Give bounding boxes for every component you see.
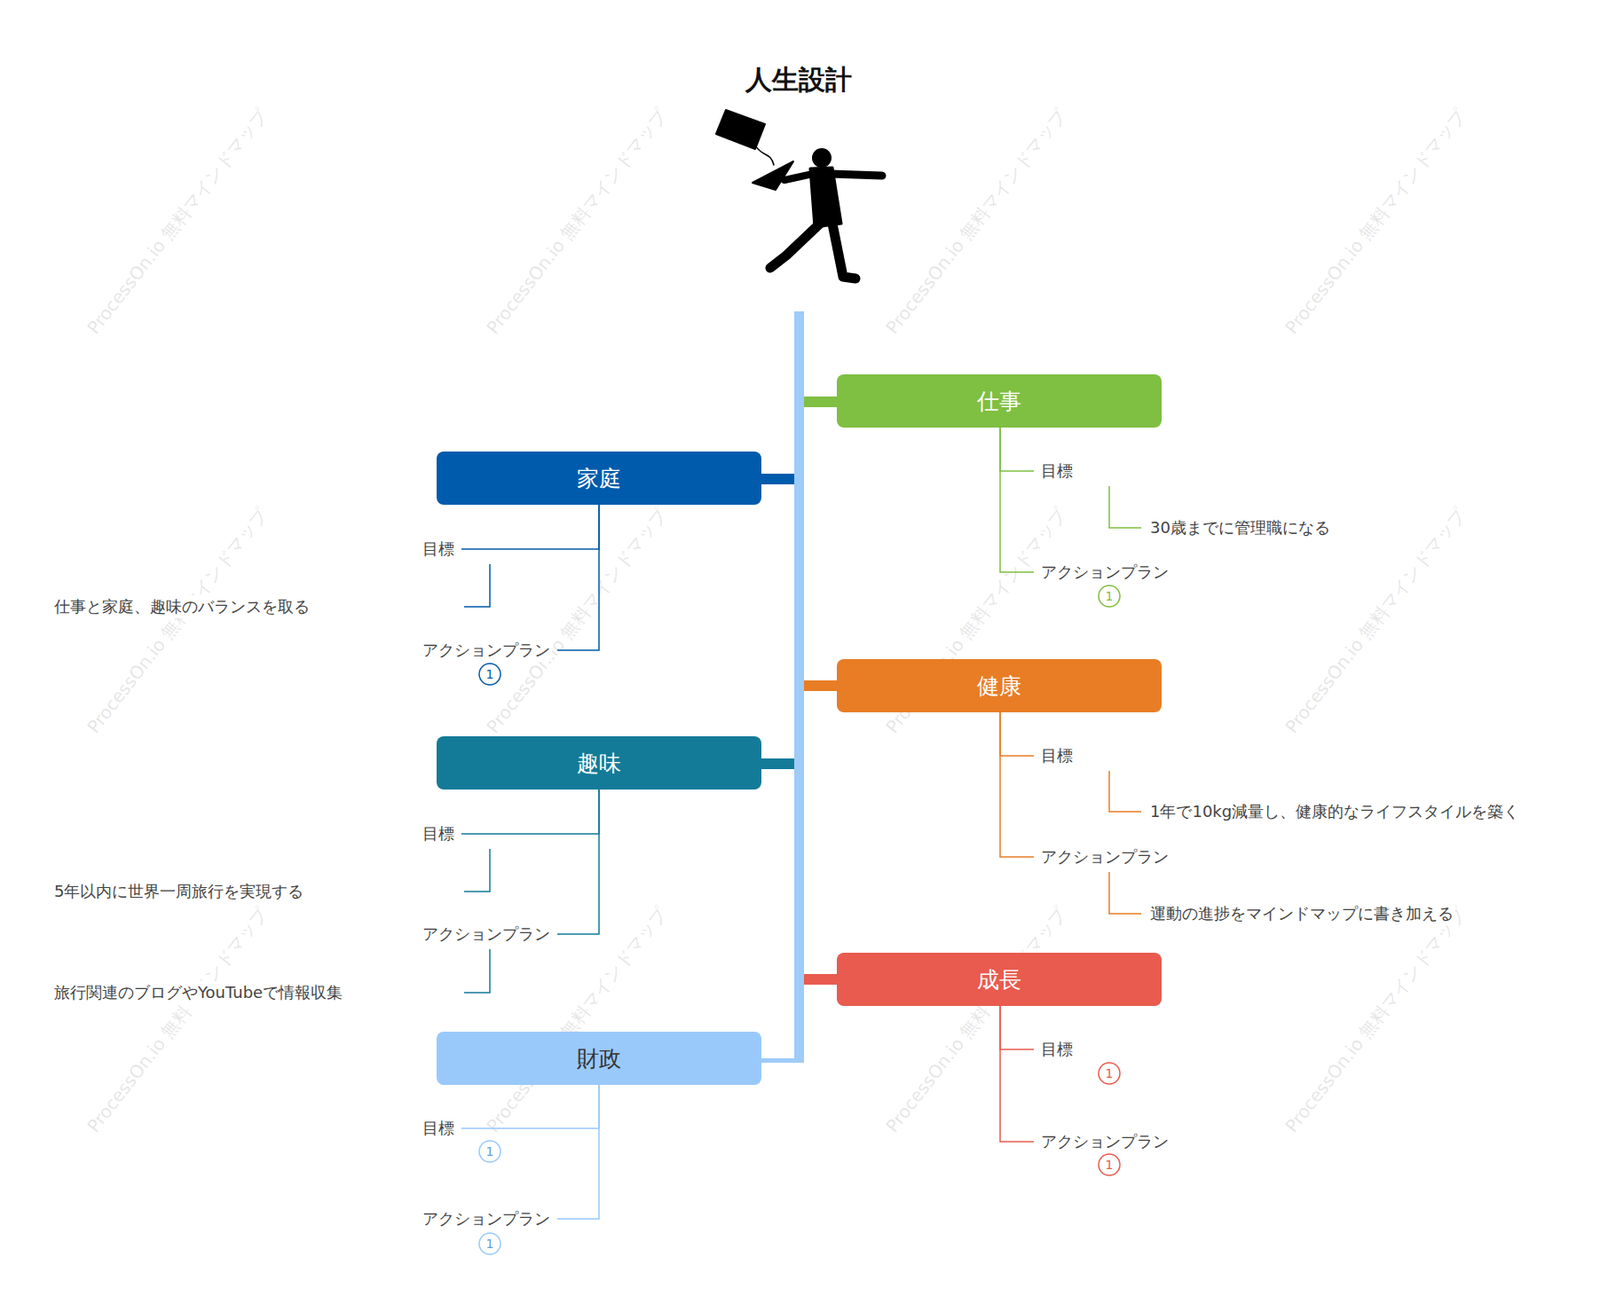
callout-circle	[479, 663, 501, 686]
watermark: ProcessOn.io 無料マインドマップ	[81, 903, 273, 1139]
branch-connector	[1000, 712, 1034, 858]
topic-label: 健康	[977, 671, 1022, 702]
watermark: ProcessOn.io 無料マインドマップ	[81, 104, 273, 340]
branch-connector	[1109, 872, 1142, 915]
item-label: アクションプラン	[1040, 562, 1169, 582]
callout-circle	[1098, 585, 1120, 607]
topic-box: 成長	[836, 953, 1162, 1007]
branch-item: 仕事と家庭、趣味のバランスを取る	[52, 595, 312, 619]
item-label: 仕事と家庭、趣味のバランスを取る	[54, 597, 310, 616]
watermark: ProcessOn.io 無料マインドマップ	[1279, 903, 1471, 1139]
branch-item: 旅行関連のブログやYouTubeで情報収集	[52, 981, 345, 1005]
callout-circle	[1098, 1154, 1120, 1176]
branch-item: アクションプラン	[420, 922, 552, 946]
branch-connector	[1000, 427, 1034, 573]
branch-connector	[1109, 771, 1142, 812]
item-label: 目標	[1040, 746, 1073, 765]
branch-item: 目標	[1039, 459, 1075, 483]
branch-connector	[1000, 1006, 1034, 1050]
branch-connector	[461, 789, 600, 835]
branch-connector	[1000, 712, 1034, 757]
branch-item: アクションプラン	[1039, 845, 1171, 869]
branch-item: アクションプラン	[420, 1207, 552, 1231]
branch-item: 目標	[1039, 1038, 1075, 1062]
watermark: ProcessOn.io 無料マインドマップ	[880, 104, 1072, 340]
callout-number: 1	[486, 1237, 495, 1251]
item-label: 1年で10kg減量し、健康的なライフスタイルを築く	[1150, 802, 1520, 821]
topic-box: 家庭	[436, 451, 762, 505]
topic-label: 成長	[977, 965, 1022, 995]
branch-connector	[557, 504, 600, 651]
callout-circle	[479, 1141, 501, 1163]
item-label: 30歳までに管理職になる	[1150, 518, 1331, 537]
branch-item: 30歳までに管理職になる	[1148, 516, 1333, 540]
branch-connector	[464, 564, 490, 607]
topic-label: 仕事	[977, 386, 1022, 417]
item-label: アクションプラン	[1040, 1132, 1169, 1151]
item-label: アクションプラン	[422, 924, 551, 944]
item-label: 目標	[1040, 461, 1073, 481]
callout-number: 1	[486, 1145, 495, 1159]
branch-connector	[464, 849, 490, 892]
callout-circle	[1098, 1063, 1120, 1085]
item-label: 目標	[422, 824, 455, 844]
watermark: ProcessOn.io 無料マインドマップ	[81, 504, 273, 740]
branch-item: アクションプラン	[420, 638, 552, 663]
branch-item: 5年以内に世界一周旅行を実現する	[52, 880, 306, 904]
branch-connector	[464, 949, 490, 994]
branch-item: アクションプラン	[1039, 560, 1171, 584]
branch-connector	[1109, 486, 1142, 529]
item-label: アクションプラン	[422, 1209, 551, 1229]
businessman-figure	[716, 110, 883, 279]
topic-label: 財政	[576, 1044, 622, 1074]
branch-item: 目標	[420, 537, 457, 561]
callout-number: 1	[486, 668, 495, 681]
item-label: 目標	[422, 539, 455, 559]
branch-connector	[557, 789, 600, 935]
branch-item: 運動の進捗をマインドマップに書き加える	[1148, 902, 1456, 926]
branch-item: 目標	[420, 822, 457, 846]
branch-connector	[1000, 427, 1034, 472]
topic-label: 趣味	[576, 748, 622, 779]
callout-number: 1	[1105, 1067, 1114, 1080]
item-label: 目標	[1040, 1040, 1073, 1059]
watermark: ProcessOn.io 無料マインドマップ	[1279, 104, 1471, 340]
branch-item: 目標	[420, 1117, 457, 1141]
item-label: 目標	[422, 1119, 455, 1138]
topic-box: 仕事	[836, 374, 1162, 428]
spine-and-branches	[761, 311, 838, 1064]
topic-label: 家庭	[576, 464, 622, 494]
item-label: 5年以内に世界一周旅行を実現する	[54, 882, 304, 901]
watermark: ProcessOn.io 無料マインドマップ	[480, 504, 672, 740]
branch-connector	[1000, 1006, 1034, 1143]
item-label: 運動の進捗をマインドマップに書き加える	[1150, 904, 1454, 923]
callout-circle	[479, 1233, 501, 1255]
topic-box: 財政	[436, 1032, 762, 1086]
callout-number: 1	[1105, 590, 1114, 603]
branch-item: 1年で10kg減量し、健康的なライフスタイルを築く	[1148, 800, 1522, 824]
branch-item: 目標	[1039, 744, 1075, 768]
watermark: ProcessOn.io 無料マインドマップ	[880, 903, 1072, 1139]
watermark: ProcessOn.io 無料マインドマップ	[480, 104, 672, 340]
branch-connector	[461, 504, 600, 550]
item-label: アクションプラン	[1040, 847, 1169, 867]
branch-connector	[461, 1085, 600, 1129]
item-label: 旅行関連のブログやYouTubeで情報収集	[54, 983, 343, 1002]
topic-box: 趣味	[436, 736, 762, 790]
branch-connector	[557, 1085, 600, 1220]
callout-number: 1	[1105, 1158, 1114, 1172]
item-label: アクションプラン	[422, 640, 551, 660]
topic-box: 健康	[836, 659, 1162, 713]
branch-item: アクションプラン	[1039, 1130, 1171, 1154]
map-title: 人生設計	[745, 62, 852, 99]
